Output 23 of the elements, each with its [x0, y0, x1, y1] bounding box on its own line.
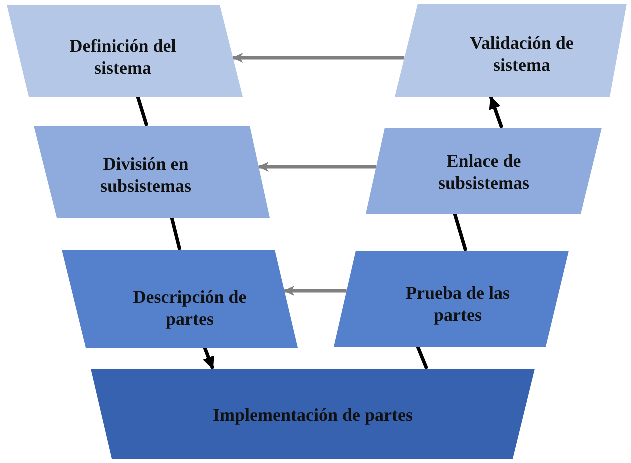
arrow — [203, 347, 215, 370]
box-label: Descripción de partes — [132, 286, 248, 330]
box-label: Prueba de las partes — [404, 282, 511, 326]
box-label: Enlace de subsistemas — [437, 150, 531, 194]
arrow — [258, 162, 376, 172]
parallelogram-box — [395, 4, 627, 97]
arrow — [489, 96, 504, 129]
box-label: Implementación de partes — [212, 404, 414, 426]
trapezoid-box — [91, 369, 535, 459]
box-label: Definición del sistema — [68, 35, 178, 79]
connector-line — [136, 96, 149, 127]
parallelogram-box — [34, 126, 270, 218]
parallelogram-box — [334, 251, 569, 347]
connector-line — [453, 214, 468, 252]
arrow — [232, 53, 405, 63]
parallelogram-box — [366, 128, 602, 214]
connector-line — [416, 346, 429, 370]
connector-line — [170, 218, 182, 250]
parallelogram-box — [7, 5, 243, 97]
arrow — [284, 286, 347, 296]
parallelogram-box — [62, 250, 298, 348]
box-label: Validación de sistema — [469, 32, 575, 76]
box-label: División en subsistemas — [99, 153, 193, 197]
